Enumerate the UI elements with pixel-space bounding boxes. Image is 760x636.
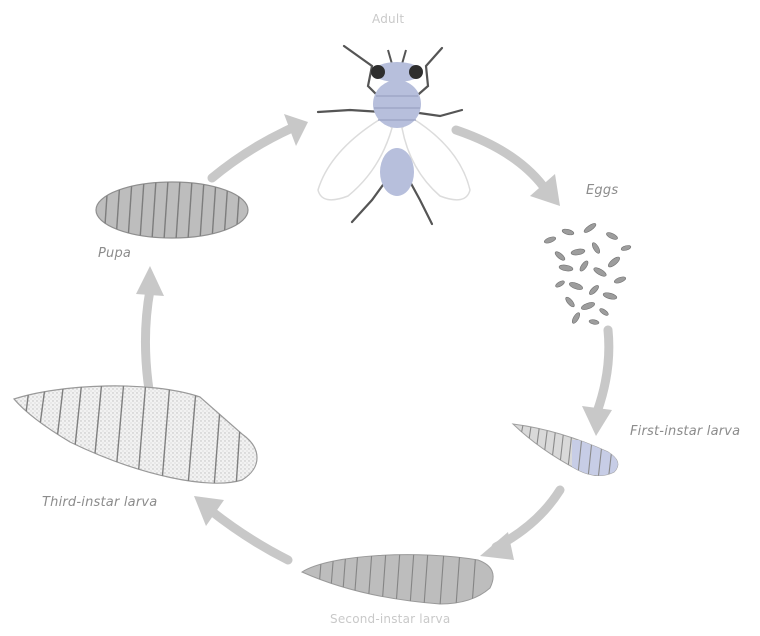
second-instar-larva xyxy=(302,550,493,606)
adult-eye-left xyxy=(371,65,385,79)
label-eggs: Eggs xyxy=(586,183,618,198)
arrow-pupa-to-adult xyxy=(212,128,292,178)
label-pupa: Pupa xyxy=(98,246,131,261)
arrowhead-pupa xyxy=(136,266,164,296)
adult-thorax xyxy=(373,80,421,128)
adult-fly xyxy=(318,46,470,224)
arrow-second-to-third-instar xyxy=(210,510,288,560)
first-instar-larva xyxy=(513,420,632,490)
arrowhead-first-instar xyxy=(582,406,612,436)
label-first-instar: First-instar larva xyxy=(630,424,740,439)
arrow-eggs-to-first-instar xyxy=(597,330,609,412)
third-instar-larva xyxy=(14,380,257,488)
label-third-instar: Third-instar larva xyxy=(42,495,157,510)
adult-eye-right xyxy=(409,65,423,79)
pupa xyxy=(96,180,248,240)
adult-abdomen xyxy=(380,148,414,196)
eggs-cluster xyxy=(544,222,632,325)
arrow-adult-to-eggs xyxy=(456,130,543,186)
label-second-instar: Second-instar larva xyxy=(330,612,450,626)
arrowhead-second-instar xyxy=(480,532,514,560)
label-adult: Adult xyxy=(372,12,404,26)
